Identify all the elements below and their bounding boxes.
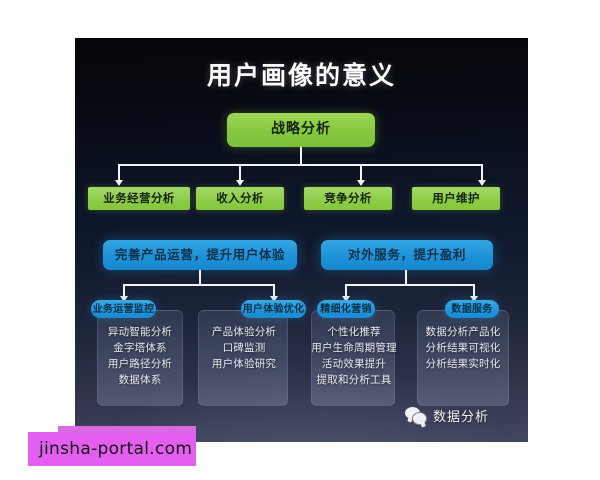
list-item: 分析结果实时化 [425, 358, 501, 371]
list-item: 用户生命周期管理 [311, 342, 397, 355]
card-branch-1 [97, 310, 183, 406]
node-label: 用户体验优化 [242, 303, 305, 315]
list-item: 口碑监测 [222, 342, 266, 355]
arrow-down-8 [470, 296, 478, 302]
connector-blue-left-bus [123, 284, 275, 286]
arrow-down-4 [478, 180, 486, 186]
node-business-operation-monitoring[interactable]: 业务运营监控 [91, 300, 156, 318]
connector-root-bus [118, 164, 482, 166]
list-item: 产品体验分析 [211, 326, 277, 338]
arrow-down-7 [342, 296, 350, 302]
list-item: 异动智能分析 [107, 326, 173, 338]
list-item: 个性化推荐 [327, 326, 381, 338]
arrow-down-2 [236, 180, 244, 186]
node-label: 竞争分析 [324, 191, 372, 206]
arrow-down-5 [120, 296, 128, 302]
connector-blue-left-stem [199, 270, 201, 284]
node-revenue-analysis[interactable]: 收入分析 [196, 187, 284, 210]
node-improve-product-operation[interactable]: 完善产品运营，提升用户体验 [103, 240, 297, 270]
list-item: 金字塔体系 [113, 342, 167, 355]
connector-blue-right-stem [405, 270, 407, 284]
connector-drop-6 [273, 284, 275, 298]
slide-panel: 用户画像的意义 战略分析 业务经营分析 收入分析 竞争分析 用户维护 [75, 38, 528, 442]
connector-drop-4 [481, 164, 483, 182]
node-label: 业务经营分析 [103, 191, 175, 206]
node-external-service-profit[interactable]: 对外服务，提升盈利 [321, 240, 493, 270]
list-item: 用户体验研究 [211, 358, 277, 371]
wechat-badge: 数据分析 [405, 406, 489, 425]
connector-drop-1 [118, 164, 120, 182]
node-label: 收入分析 [216, 191, 264, 206]
wechat-badge-label: 数据分析 [433, 410, 490, 425]
watermark-text: jinsha-portal.com [39, 439, 193, 459]
node-label: 对外服务，提升盈利 [348, 247, 466, 263]
list-branch-2: 产品体验分析 口碑监测 用户体验研究 [195, 326, 293, 371]
node-strategic-analysis[interactable]: 战略分析 [227, 113, 375, 147]
connector-drop-5 [123, 284, 125, 298]
node-user-experience-optimization[interactable]: 用户体验优化 [241, 300, 306, 318]
node-competition-analysis[interactable]: 竞争分析 [304, 187, 392, 210]
card-branch-3 [311, 310, 395, 406]
node-data-service[interactable]: 数据服务 [445, 300, 499, 318]
list-branch-3: 个性化推荐 用户生命周期管理 活动效果提升 提取和分析工具 [301, 326, 407, 388]
watermark-banner: jinsha-portal.com [28, 426, 196, 466]
node-label: 业务运营监控 [92, 303, 155, 315]
connector-drop-8 [473, 284, 475, 298]
list-branch-4: 数据分析产品化 分析结果可视化 分析结果实时化 [411, 326, 515, 371]
list-item: 活动效果提升 [321, 358, 387, 371]
connector-drop-2 [239, 164, 241, 182]
card-branch-2 [198, 310, 288, 406]
connector-drop-3 [360, 164, 362, 182]
list-item: 数据分析产品化 [425, 326, 501, 338]
list-item: 用户路径分析 [107, 358, 173, 371]
node-business-operation-analysis[interactable]: 业务经营分析 [88, 187, 190, 210]
list-branch-1: 异动智能分析 金字塔体系 用户路径分析 数据体系 [91, 326, 189, 388]
node-label: 数据服务 [451, 303, 493, 315]
list-item: 分析结果可视化 [425, 342, 501, 355]
arrow-down-1 [115, 180, 123, 186]
node-user-retention[interactable]: 用户维护 [412, 187, 500, 210]
wechat-icon [405, 406, 427, 425]
list-item: 数据体系 [118, 374, 162, 387]
node-refined-marketing[interactable]: 精细化营销 [317, 300, 375, 318]
connector-blue-right-bus [345, 284, 475, 286]
list-item: 提取和分析工具 [316, 374, 392, 387]
node-label: 精细化营销 [320, 303, 372, 315]
arrow-down-6 [270, 296, 278, 302]
connector-drop-7 [345, 284, 347, 298]
node-label: 完善产品运营，提升用户体验 [114, 247, 286, 263]
node-label: 战略分析 [271, 121, 331, 138]
connector-root-stem [300, 147, 302, 164]
page-title: 用户画像的意义 [206, 61, 396, 90]
arrow-down-3 [357, 180, 365, 186]
node-label: 用户维护 [432, 191, 480, 206]
